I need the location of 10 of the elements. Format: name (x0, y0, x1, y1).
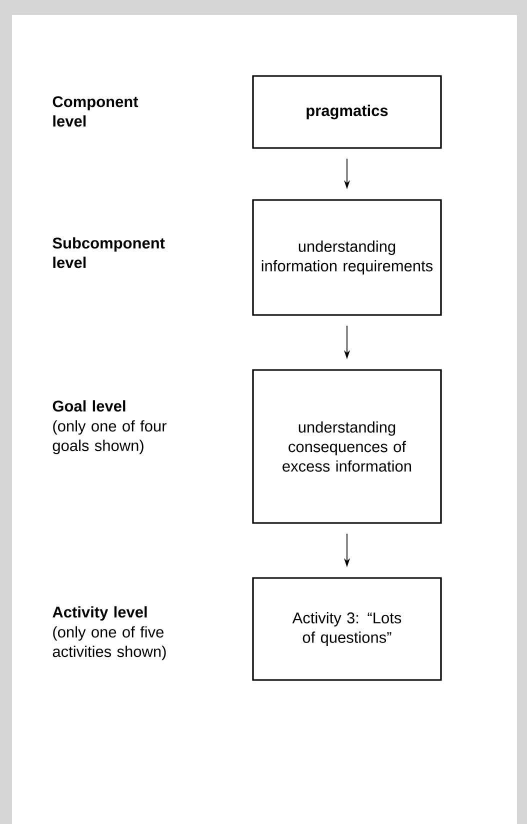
level-label: Component level (52, 96, 138, 127)
level-box: pragmatics (252, 75, 442, 149)
level-box: understanding information requirements (252, 199, 442, 316)
level-note: (only one of four goals shown) (52, 420, 166, 454)
level-label: Activity level (52, 606, 147, 621)
level-box: Activity 3: “Lots of questions” (252, 577, 442, 681)
level-label: Goal level (52, 400, 126, 412)
level-label: Subcomponent level (52, 237, 165, 268)
level-box: understanding consequences of excess information (252, 369, 442, 524)
level-note: (only one of five activities shown) (52, 626, 166, 660)
